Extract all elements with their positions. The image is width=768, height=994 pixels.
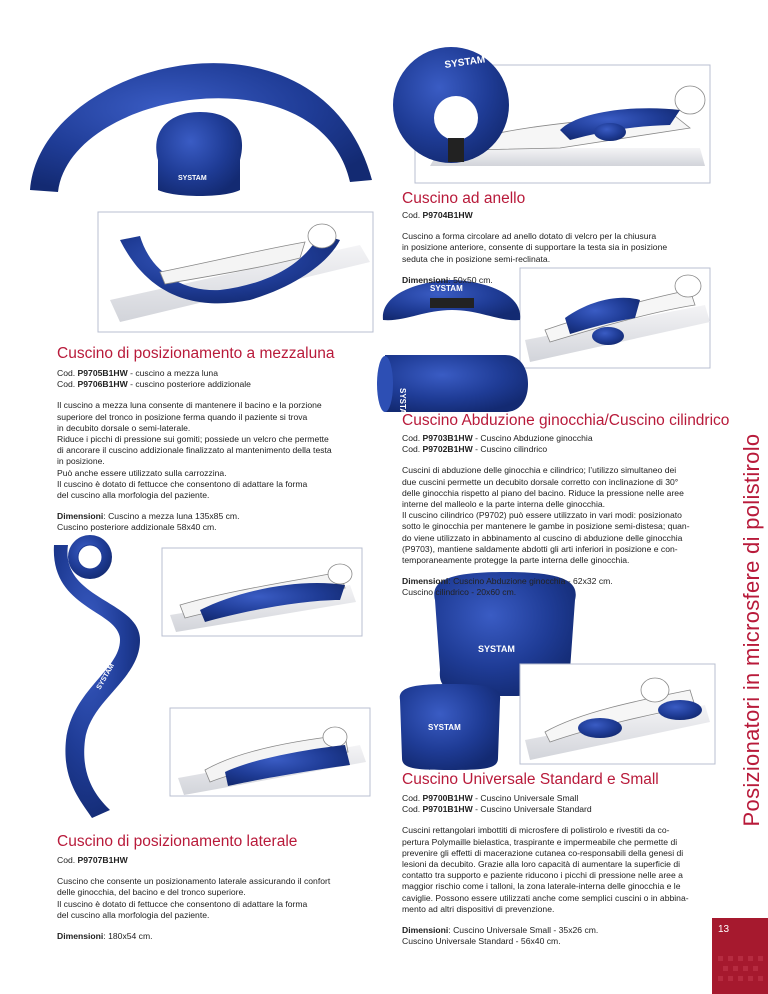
code-line: Cod. P9706B1HW - cuscino posteriore addi… bbox=[57, 379, 357, 390]
half-moon-cushion-image: SYSTAM SYSTAM bbox=[30, 37, 372, 196]
code-label: Cod. bbox=[402, 210, 421, 220]
product-code: P9702B1HW bbox=[422, 444, 473, 455]
laterale-code-line: Cod. P9707B1HW bbox=[57, 855, 357, 866]
mezzaluna-codes: Cod. P9705B1HW - cuscino a mezza luna Co… bbox=[57, 368, 357, 390]
side-title: Posizionatori in microsfere di polistiro… bbox=[739, 395, 764, 865]
mezzaluna-block: Cod. P9705B1HW - cuscino a mezza luna Co… bbox=[57, 368, 357, 534]
product-code: P9705B1HW bbox=[77, 368, 128, 378]
product-code: P9700B1HW bbox=[422, 793, 473, 803]
code-desc: - Cuscino Universale Small bbox=[472, 793, 579, 803]
half-moon-usage-image bbox=[110, 223, 370, 322]
anello-description: Cuscino a forma circolare ad anello dota… bbox=[402, 231, 668, 264]
universal-usage-image bbox=[525, 677, 710, 760]
mezzaluna-description: Il cuscino a mezza luna consente di mant… bbox=[57, 400, 332, 501]
universale-codes: Cod. P9700B1HW - Cuscino Universale Smal… bbox=[402, 793, 727, 815]
product-code: P9703B1HW bbox=[422, 433, 473, 443]
code-label: Cod. bbox=[57, 379, 76, 390]
lateral-cushion-image: SYSTAM bbox=[53, 535, 140, 818]
code-desc: - Cuscino Universale Standard bbox=[472, 804, 592, 815]
abduzione-dimensions: Dimensioni: Cuscino Abduzione ginocchia … bbox=[402, 576, 727, 598]
universale-title: Cuscino Universale Standard e Small bbox=[402, 771, 659, 788]
code-line: Cod. P9705B1HW - cuscino a mezza luna bbox=[57, 368, 357, 379]
lateral-usage-image-2 bbox=[178, 726, 366, 795]
code-desc: - Cuscino cilindrico bbox=[472, 444, 548, 455]
dimensions-label: Dimensioni bbox=[402, 925, 449, 936]
product-code: P9706B1HW bbox=[77, 379, 128, 390]
laterale-dimensions: Dimensioni: 180x54 cm. bbox=[57, 931, 357, 942]
product-code: P9707B1HW bbox=[77, 855, 128, 865]
page-number: 13 bbox=[718, 924, 730, 935]
dimensions-label: Dimensioni bbox=[57, 511, 104, 522]
lateral-usage-image-1 bbox=[170, 563, 356, 632]
logo-systam: SYSTAM bbox=[478, 644, 515, 654]
abduction-usage-image bbox=[525, 274, 710, 362]
code-label: Cod. bbox=[57, 855, 76, 865]
code-line: Cod. P9702B1HW - Cuscino cilindrico bbox=[402, 444, 727, 455]
abduzione-description: Cuscini di abduzione delle ginocchia e c… bbox=[402, 465, 690, 566]
code-line: Cod. P9700B1HW - Cuscino Universale Smal… bbox=[402, 793, 727, 804]
abduzione-title: Cuscino Abduzione ginocchia/Cuscino cili… bbox=[402, 412, 730, 429]
logo-systam: SYSTAM bbox=[169, 37, 203, 52]
ring-usage-image bbox=[430, 85, 706, 166]
side-title-text: Posizionatori in microsfere di polistiro… bbox=[739, 433, 764, 827]
dimensions-value: : Cuscino a mezza luna 135x85 cm. Cuscin… bbox=[57, 511, 240, 533]
logo-systam: SYSTAM bbox=[178, 175, 207, 182]
page-box-pattern bbox=[718, 956, 763, 981]
code-desc: - Cuscino Abduzione ginocchia bbox=[472, 433, 593, 443]
dimensions-label: Dimensioni bbox=[402, 576, 449, 587]
page-number-box: 13 bbox=[712, 918, 768, 994]
ring-cushion-image: SYSTAM bbox=[393, 47, 509, 163]
code-label: Cod. bbox=[402, 793, 421, 803]
dimensions-label: Dimensioni bbox=[402, 274, 449, 285]
abduction-cushion-image: SYSTAM bbox=[382, 280, 521, 321]
anello-block: Cod. P9704B1HW Cuscino a forma circolare… bbox=[402, 210, 712, 286]
logo-systam: SYSTAM bbox=[430, 284, 463, 293]
universale-dimensions: Dimensioni: Cuscino Universale Small - 3… bbox=[402, 925, 727, 947]
anello-code-line: Cod. P9704B1HW bbox=[402, 210, 712, 221]
code-line: Cod. P9703B1HW - Cuscino Abduzione ginoc… bbox=[402, 433, 727, 444]
code-label: Cod. bbox=[402, 433, 421, 443]
code-line: Cod. P9701B1HW - Cuscino Universale Stan… bbox=[402, 804, 727, 815]
abduzione-block: Cod. P9703B1HW - Cuscino Abduzione ginoc… bbox=[402, 433, 727, 599]
universal-small-cushion-image: SYSTAM bbox=[399, 684, 501, 770]
product-code: P9701B1HW bbox=[422, 804, 473, 815]
logo-systam: SYSTAM bbox=[428, 723, 461, 732]
dimensions-value: : Cuscino Universale Small - 35x26 cm. C… bbox=[402, 925, 599, 947]
anello-dimensions: Dimensioni: 50x50 cm. bbox=[402, 275, 712, 286]
logo-systam: SYSTAM bbox=[398, 388, 407, 421]
laterale-title: Cuscino di posizionamento laterale bbox=[57, 833, 298, 850]
anello-title: Cuscino ad anello bbox=[402, 190, 526, 207]
product-code: P9704B1HW bbox=[422, 210, 473, 220]
code-label: Cod. bbox=[57, 368, 76, 378]
code-label: Cod. bbox=[402, 804, 421, 815]
universale-description: Cuscini rettangolari imbottiti di micros… bbox=[402, 825, 689, 914]
dimensions-value: : 180x54 cm. bbox=[103, 931, 153, 942]
mezzaluna-title: Cuscino di posizionamento a mezzaluna bbox=[57, 345, 335, 362]
universale-block: Cod. P9700B1HW - Cuscino Universale Smal… bbox=[402, 793, 727, 947]
laterale-block: Cod. P9707B1HW Cuscino che consente un p… bbox=[57, 855, 357, 942]
cylinder-cushion-image: SYSTAM bbox=[377, 355, 528, 421]
laterale-description: Cuscino che consente un posizionamento l… bbox=[57, 876, 331, 920]
code-label: Cod. bbox=[402, 444, 421, 455]
dimensions-value: : Cuscino Abduzione ginocchia - 62x32 cm… bbox=[402, 576, 613, 598]
mezzaluna-dimensions: Dimensioni: Cuscino a mezza luna 135x85 … bbox=[57, 511, 357, 533]
dimensions-label: Dimensioni bbox=[57, 931, 104, 942]
abduzione-codes: Cod. P9703B1HW - Cuscino Abduzione ginoc… bbox=[402, 433, 727, 455]
code-desc: - cuscino a mezza luna bbox=[127, 368, 218, 378]
code-desc: - cuscino posteriore addizionale bbox=[127, 379, 251, 390]
dimensions-value: : 50x50 cm. bbox=[448, 274, 493, 285]
